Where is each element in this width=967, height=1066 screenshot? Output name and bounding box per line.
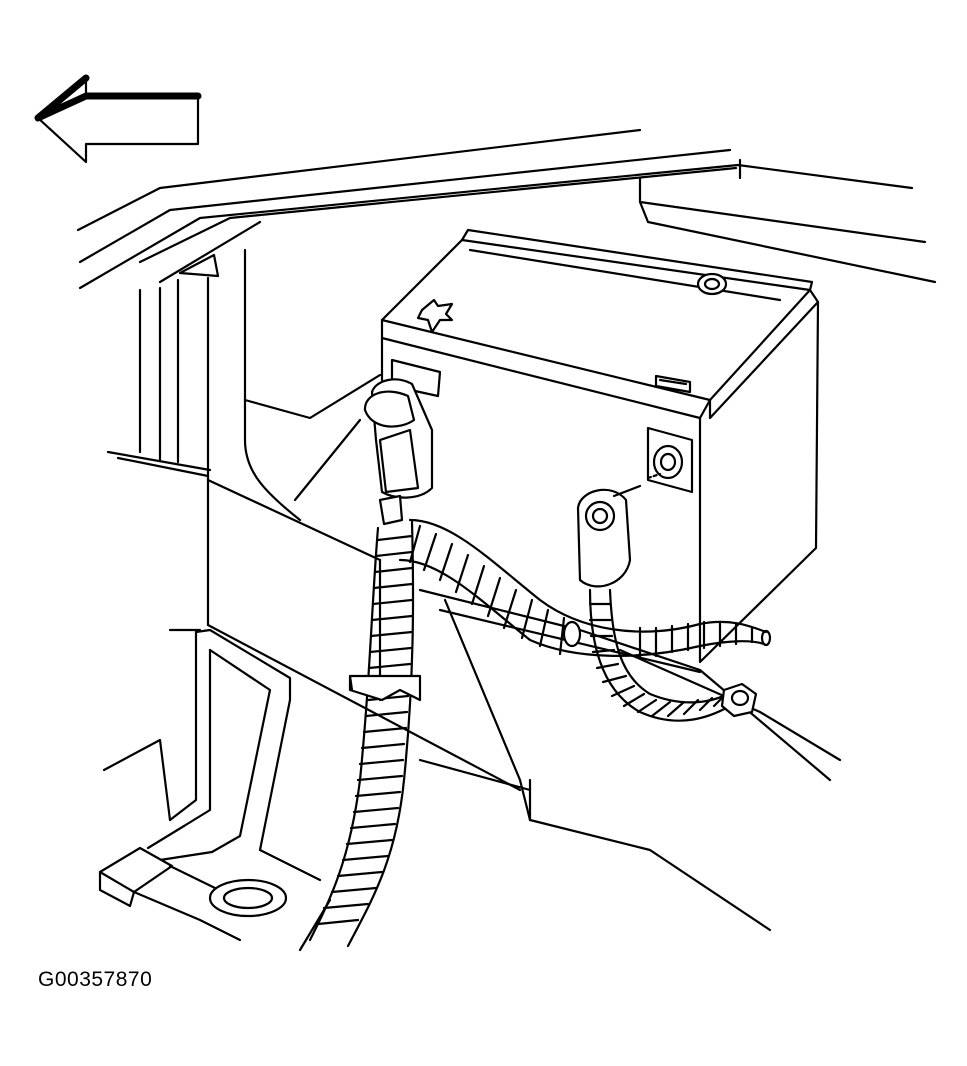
ground-bolt — [720, 682, 758, 718]
positive-cable-terminal — [363, 378, 434, 526]
harness-conduit — [398, 518, 772, 660]
negative-cable-terminal — [576, 472, 662, 588]
figure-id-label: G00357870 — [38, 968, 153, 991]
cable-clip — [348, 674, 422, 702]
positive-terminal-symbol — [416, 298, 454, 334]
negative-terminal — [646, 426, 694, 494]
left-arrow-icon — [34, 74, 202, 164]
battery — [380, 228, 820, 664]
negative-cable — [562, 588, 758, 722]
positive-cable-conduit — [308, 520, 415, 948]
mounting-bracket — [98, 628, 332, 952]
battery-vent-cap — [696, 272, 728, 296]
battery-indicator — [654, 374, 692, 394]
